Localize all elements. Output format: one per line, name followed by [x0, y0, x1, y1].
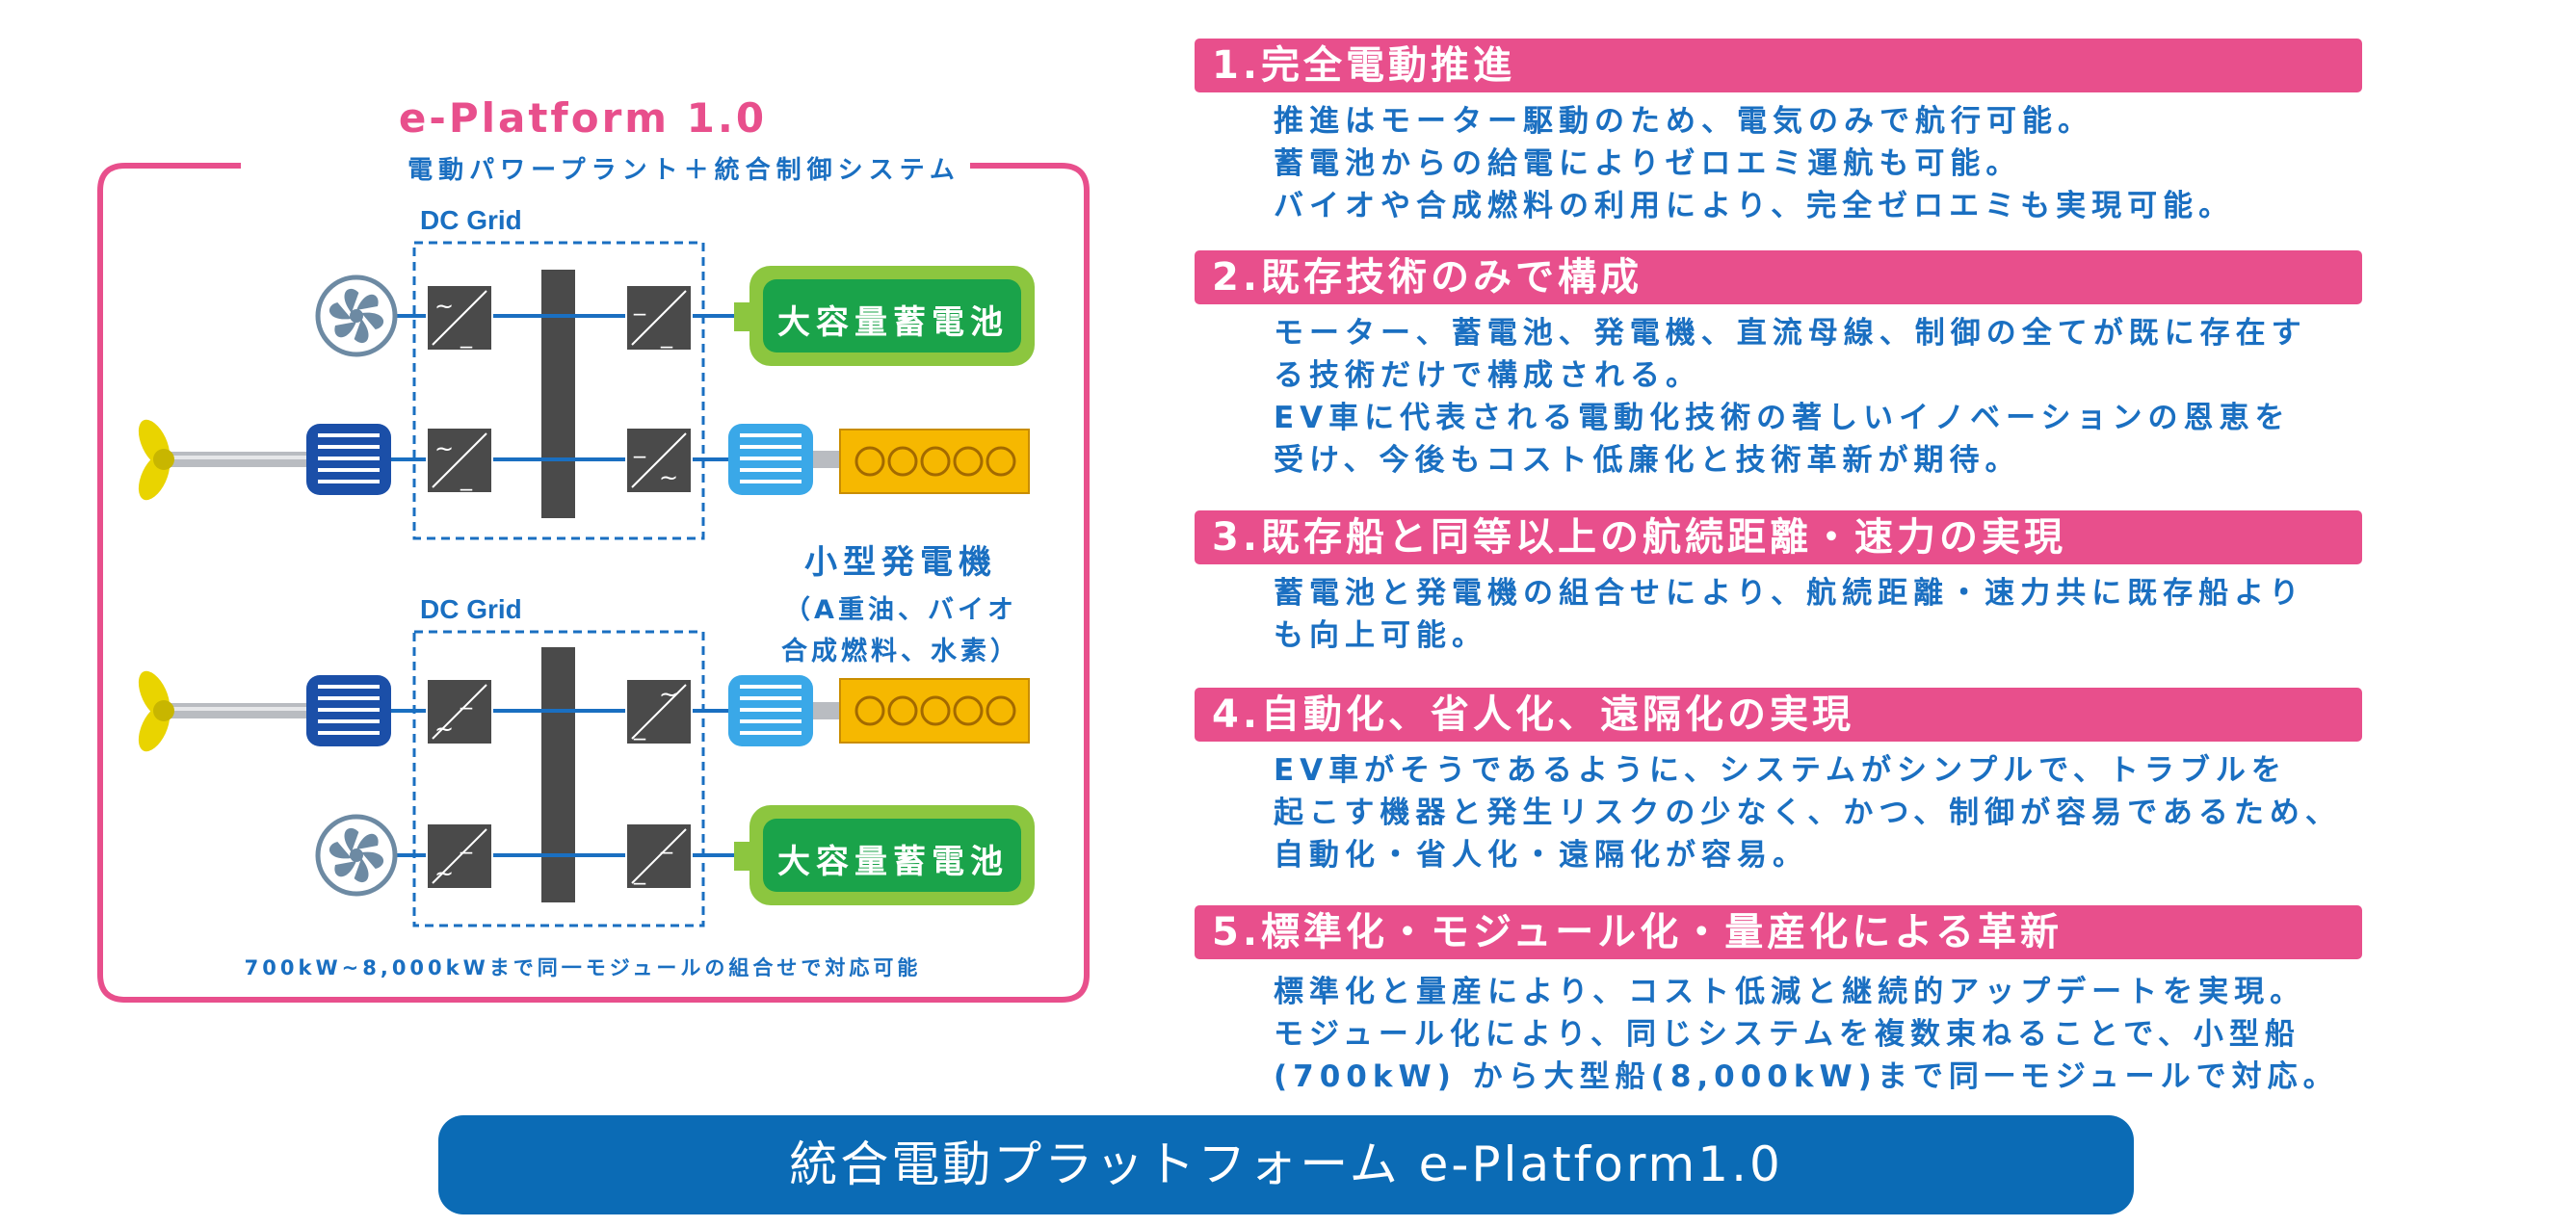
section-line: 蓄電池からの給電によりゼロエミ運航も可能。 — [1274, 146, 2022, 181]
svg-text:_: _ — [660, 322, 673, 349]
section-body-3: 蓄電池と発電機の組合せにより、航続距離・速力共に既存船より も向上可能。 — [1274, 572, 2564, 657]
section-line: (700kW) から大型船(8,000kW)まで同一モジュールで対応。 — [1274, 1059, 2339, 1094]
section-heading-1: 1.完全電動推進 — [1195, 39, 2362, 92]
diagram-title: e-Platform 1.0 — [398, 94, 768, 142]
section-line: も向上可能。 — [1274, 618, 1487, 653]
diagram-footer: 700kW~8,000kWまで同一モジュールの組合せで対応可能 — [244, 956, 922, 979]
dc-grid-box-top — [412, 241, 705, 540]
diagram-panel: ~ _ _ _ ~ _ _ ~ ~ _ — [0, 0, 1108, 1021]
propulsion-motor-icon — [306, 675, 391, 746]
svg-text:_: _ — [633, 858, 646, 885]
dc-grid-label: DC Grid — [420, 205, 522, 235]
svg-text:_: _ — [633, 431, 646, 458]
section-line: 自動化・省人化・遠隔化が容易。 — [1274, 838, 1808, 873]
generator-motor-icon — [728, 675, 842, 746]
section-line: 推進はモーター駆動のため、電気のみで航行可能。 — [1274, 104, 2093, 139]
connection-lines — [390, 314, 761, 857]
propulsion-motor-icon — [306, 424, 391, 495]
diagram-subtitle: 電動パワープラント＋統合制御システム — [398, 150, 970, 186]
propeller-icon — [138, 419, 308, 501]
engine-icon — [839, 429, 1030, 494]
generator-label-line3: 合成燃料、水素） — [781, 637, 1020, 666]
section-line: モジュール化により、同じシステムを複数束ねることで、小型船 — [1274, 1017, 2300, 1052]
converter-bottom-left-1: ~ _ — [426, 678, 493, 745]
section-body-4: EV車がそうであるように、システムがシンプルで、トラブルを 起こす機器と発生リス… — [1274, 749, 2564, 876]
converter-top-left-2: ~ _ — [426, 427, 493, 494]
svg-text:~: ~ — [659, 464, 678, 491]
converter-bottom-right-2: _ _ — [625, 822, 693, 890]
svg-text:_: _ — [460, 683, 473, 710]
dc-grid-label: DC Grid — [420, 594, 522, 624]
propeller-icon — [138, 670, 308, 752]
converter-top-left-1: ~ _ — [426, 284, 493, 352]
section-heading-5: 5.標準化・モジュール化・量産化による革新 — [1195, 905, 2362, 959]
busbar-top — [541, 270, 575, 518]
power-plant-diagram: ~ _ _ _ ~ _ _ ~ ~ _ — [97, 163, 1090, 1003]
section-heading-3: 3.既存船と同等以上の航続距離・速力の実現 — [1195, 510, 2362, 564]
svg-text:_: _ — [633, 289, 646, 316]
bottom-banner: 統合電動プラットフォーム e-Platform1.0 — [438, 1115, 2134, 1214]
svg-text:~: ~ — [659, 681, 678, 708]
battery-icon — [734, 266, 1035, 366]
svg-text:~: ~ — [434, 860, 454, 887]
dc-grid-box-bottom — [412, 630, 705, 927]
generator-label-line2: （A重油、バイオ — [784, 595, 1017, 625]
svg-text:_: _ — [660, 827, 673, 854]
section-body-2: モーター、蓄電池、発電機、直流母線、制御の全てが既に存在す る技術だけで構成され… — [1274, 312, 2564, 482]
svg-text:_: _ — [460, 464, 473, 491]
section-line: 受け、今後もコスト低廉化と技術革新が期待。 — [1274, 443, 2021, 478]
section-line: モーター、蓄電池、発電機、直流母線、制御の全てが既に存在す — [1274, 316, 2307, 351]
svg-text:~: ~ — [434, 435, 454, 462]
generator-motor-icon — [728, 424, 842, 495]
svg-text:_: _ — [633, 714, 646, 741]
section-line: 起こす機器と発生リスクの少なく、かつ、制御が容易であるため、 — [1274, 796, 2341, 830]
diagram-frame — [97, 163, 1090, 1003]
engine-icon — [839, 678, 1030, 744]
busbar-bottom — [541, 647, 575, 902]
converter-top-right-2: _ ~ — [625, 427, 693, 494]
generator-label: 小型発電機 （A重油、バイオ 合成燃料、水素） — [742, 535, 1060, 667]
section-body-1: 推進はモーター駆動のため、電気のみで航行可能。 蓄電池からの給電によりゼロエミ運… — [1274, 100, 2564, 227]
section-line: バイオや合成燃料の利用により、完全ゼロエミも実現可能。 — [1274, 189, 2235, 223]
svg-text:_: _ — [460, 322, 473, 349]
generator-label-line1: 小型発電機 — [804, 543, 997, 582]
converter-bottom-left-2: ~ _ — [426, 822, 493, 890]
svg-text:~: ~ — [434, 716, 454, 743]
battery-label: 大容量蓄電池 — [777, 303, 1009, 342]
section-line: 標準化と量産により、コスト低減と継続的アップデートを実現。 — [1274, 975, 2306, 1009]
svg-text:_: _ — [460, 827, 473, 854]
svg-text:~: ~ — [434, 293, 454, 320]
section-line: 蓄電池と発電機の組合せにより、航続距離・速力共に既存船より — [1274, 576, 2305, 611]
section-line: る技術だけで構成される。 — [1274, 358, 1701, 393]
section-line: EV車がそうであるように、システムがシンプルで、トラブルを — [1274, 753, 2287, 788]
fan-icon — [315, 814, 398, 897]
section-heading-4: 4.自動化、省人化、遠隔化の実現 — [1195, 688, 2362, 742]
battery-label: 大容量蓄電池 — [777, 843, 1009, 881]
section-body-5: 標準化と量産により、コスト低減と継続的アップデートを実現。 モジュール化により、… — [1274, 971, 2564, 1098]
converter-top-right-1: _ _ — [625, 284, 693, 352]
section-line: EV車に代表される電動化技術の著しいイノベーションの恩恵を — [1274, 401, 2291, 435]
fan-icon — [315, 274, 398, 357]
section-heading-2: 2.既存技術のみで構成 — [1195, 250, 2362, 304]
battery-icon — [734, 805, 1035, 905]
converter-bottom-right-1: _ ~ — [625, 678, 693, 745]
